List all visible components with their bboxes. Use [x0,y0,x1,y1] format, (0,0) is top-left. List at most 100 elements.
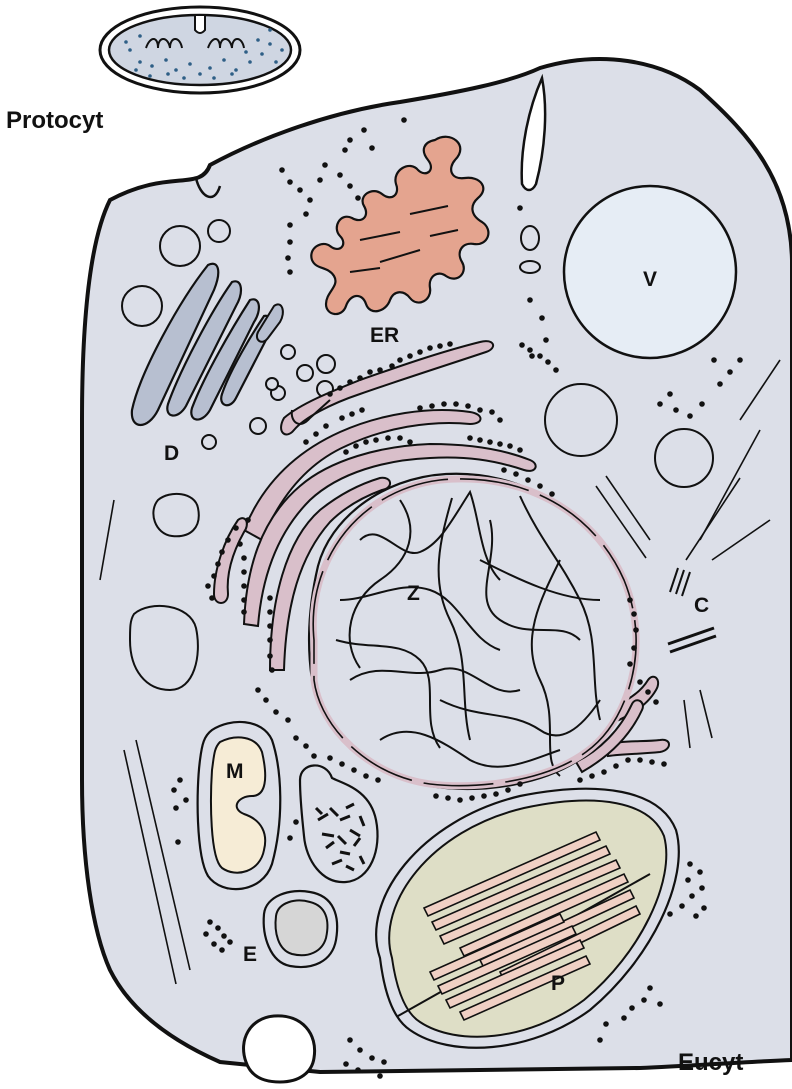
protocyte-ribosome [280,48,284,52]
protocyte-ribosome [256,38,260,42]
ribosome [337,172,343,178]
vesicle [122,286,162,326]
ribosome [397,357,403,363]
ribosome [539,315,545,321]
vacuole-label: V [643,268,657,291]
eucyte-label: Eucyt [678,1049,743,1076]
ribosome [601,769,607,775]
ribosome [627,661,633,667]
vesicle [160,226,200,266]
protocyte-ribosome [268,42,272,46]
ribosome [493,791,499,797]
ribosome [241,583,247,589]
ribosome [347,183,353,189]
ribosome [373,437,379,443]
ribosome [407,439,413,445]
protocyte-ribosome [150,64,154,68]
ribosome [487,439,493,445]
ribosome [517,781,523,787]
ribosome [673,407,679,413]
ribosome [377,367,383,373]
ribosome [545,359,551,365]
ribosome [245,517,251,523]
ribosome [537,353,543,359]
ribosome [467,435,473,441]
ribosome [203,931,209,937]
vesicle [208,220,230,242]
ribosome [263,697,269,703]
ribosome [629,1005,635,1011]
ribosome [171,787,177,793]
ribosome [699,401,705,407]
ribosome [519,342,525,348]
ribosome [361,127,367,133]
protocyte-ribosome [182,76,186,80]
ribosome [641,997,647,1003]
protocyte-ribosome [244,50,248,54]
ribosome [711,357,717,363]
ribosome [437,343,443,349]
ribosome [241,597,247,603]
ribosome [349,411,355,417]
mitochondrion-label: M [226,760,244,783]
ribosome [717,381,723,387]
ribosome [457,797,463,803]
vesicle [655,429,713,487]
ribosome [233,525,239,531]
ribosome [501,467,507,473]
ribosome [649,759,655,765]
protocyte-ribosome [134,68,138,72]
endosome-label: E [243,943,257,966]
ribosome [267,637,273,643]
ribosome [433,793,439,799]
ribosome [211,573,217,579]
ribosome [369,1055,375,1061]
ribosome [513,471,519,477]
ribosome [701,905,707,911]
centriole-label: C [694,594,709,617]
ribosome [269,667,275,673]
ribosome [303,743,309,749]
ribosome [603,1021,609,1027]
protocyte-membrane-invagination [195,16,205,33]
ribosome [297,187,303,193]
ribosome [693,913,699,919]
ribosome [661,761,667,767]
ribosome [285,717,291,723]
ribosome [267,653,273,659]
ribosome [322,162,328,168]
ribosome [211,941,217,947]
ribosome [351,767,357,773]
ribosome [337,385,343,391]
ribosome [577,777,583,783]
ribosome [347,1037,353,1043]
ribosome [279,167,285,173]
vesicle [250,418,266,434]
protocyte-ribosome [166,72,170,76]
ribosome [625,757,631,763]
ribosome [527,297,533,303]
ribosome [397,435,403,441]
ribosome [363,773,369,779]
ribosome [699,885,705,891]
mitochondrion: M [198,722,281,889]
ribosome [667,391,673,397]
ribosome [357,1047,363,1053]
protocyte-ribosome [174,68,178,72]
vesicle [281,345,295,359]
protocyte-ribosome [248,60,252,64]
ribosome [343,449,349,455]
endosome [264,891,337,967]
vesicle [521,226,539,250]
ribosome [497,441,503,447]
ribosome [339,761,345,767]
ribosome [627,597,633,603]
ribosome [727,369,733,375]
ribosome [687,413,693,419]
ribosome [267,609,273,615]
ribosome [363,439,369,445]
ribosome [429,403,435,409]
ribosome [241,609,247,615]
ribosome [215,925,221,931]
vesicle [520,261,540,273]
